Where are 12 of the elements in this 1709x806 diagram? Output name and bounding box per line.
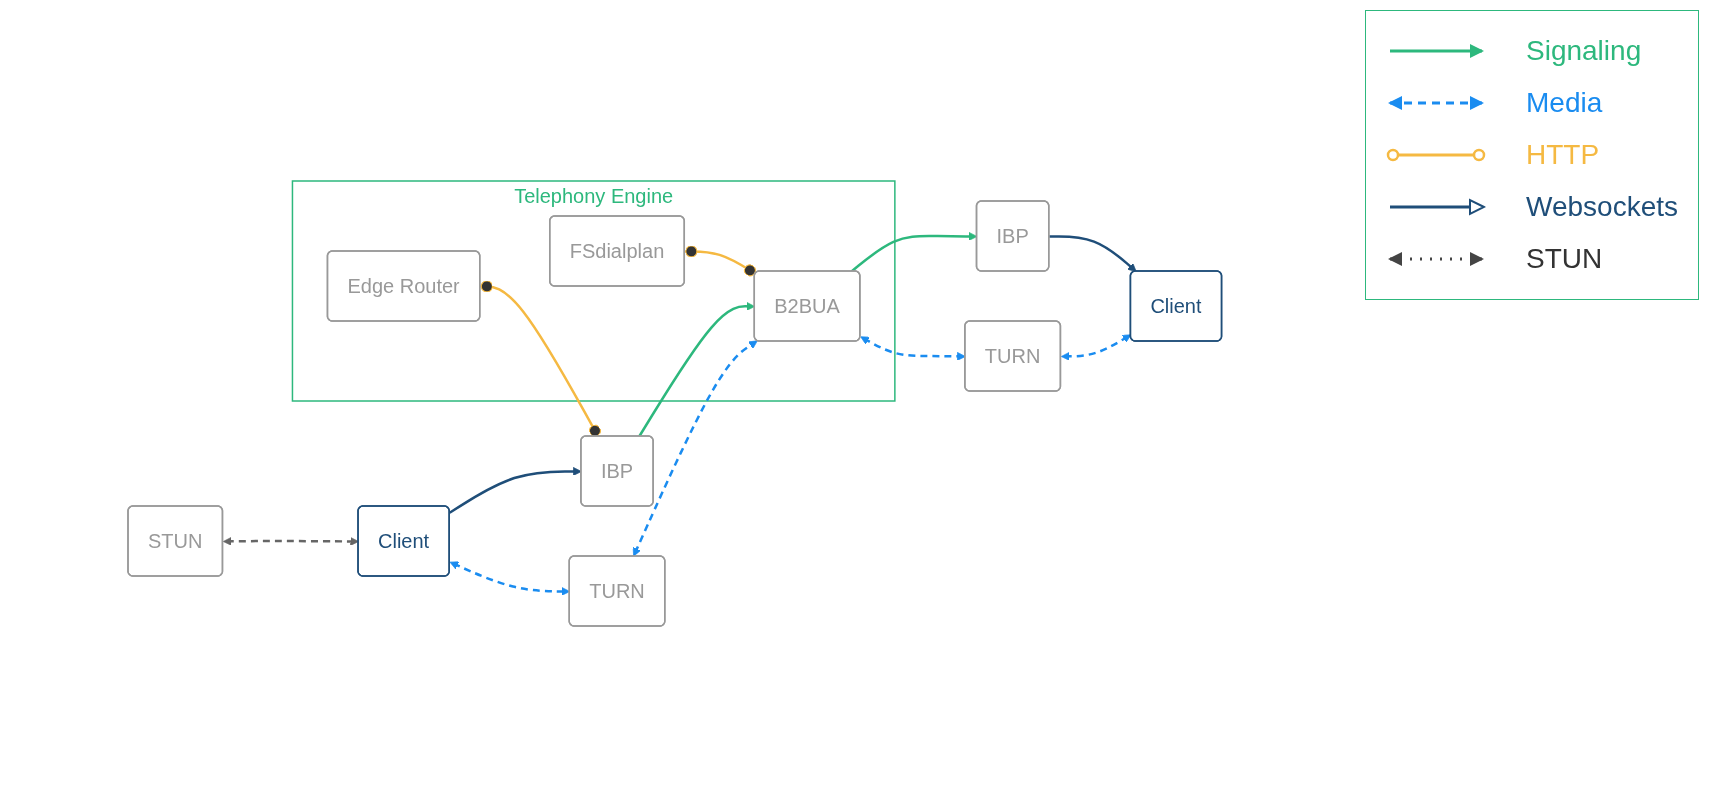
legend-label: Signaling (1526, 35, 1642, 67)
arrow (1061, 333, 1132, 361)
arrow (449, 466, 582, 514)
connector (480, 279, 602, 437)
legend-label: STUN (1526, 243, 1603, 275)
arrow (860, 335, 966, 361)
arrow (633, 339, 758, 557)
legend-label: Websockets (1526, 191, 1678, 223)
arrow (1049, 234, 1137, 272)
legend-label: HTTP (1526, 139, 1600, 171)
connector (684, 244, 757, 276)
legend-label: Media (1526, 87, 1603, 119)
